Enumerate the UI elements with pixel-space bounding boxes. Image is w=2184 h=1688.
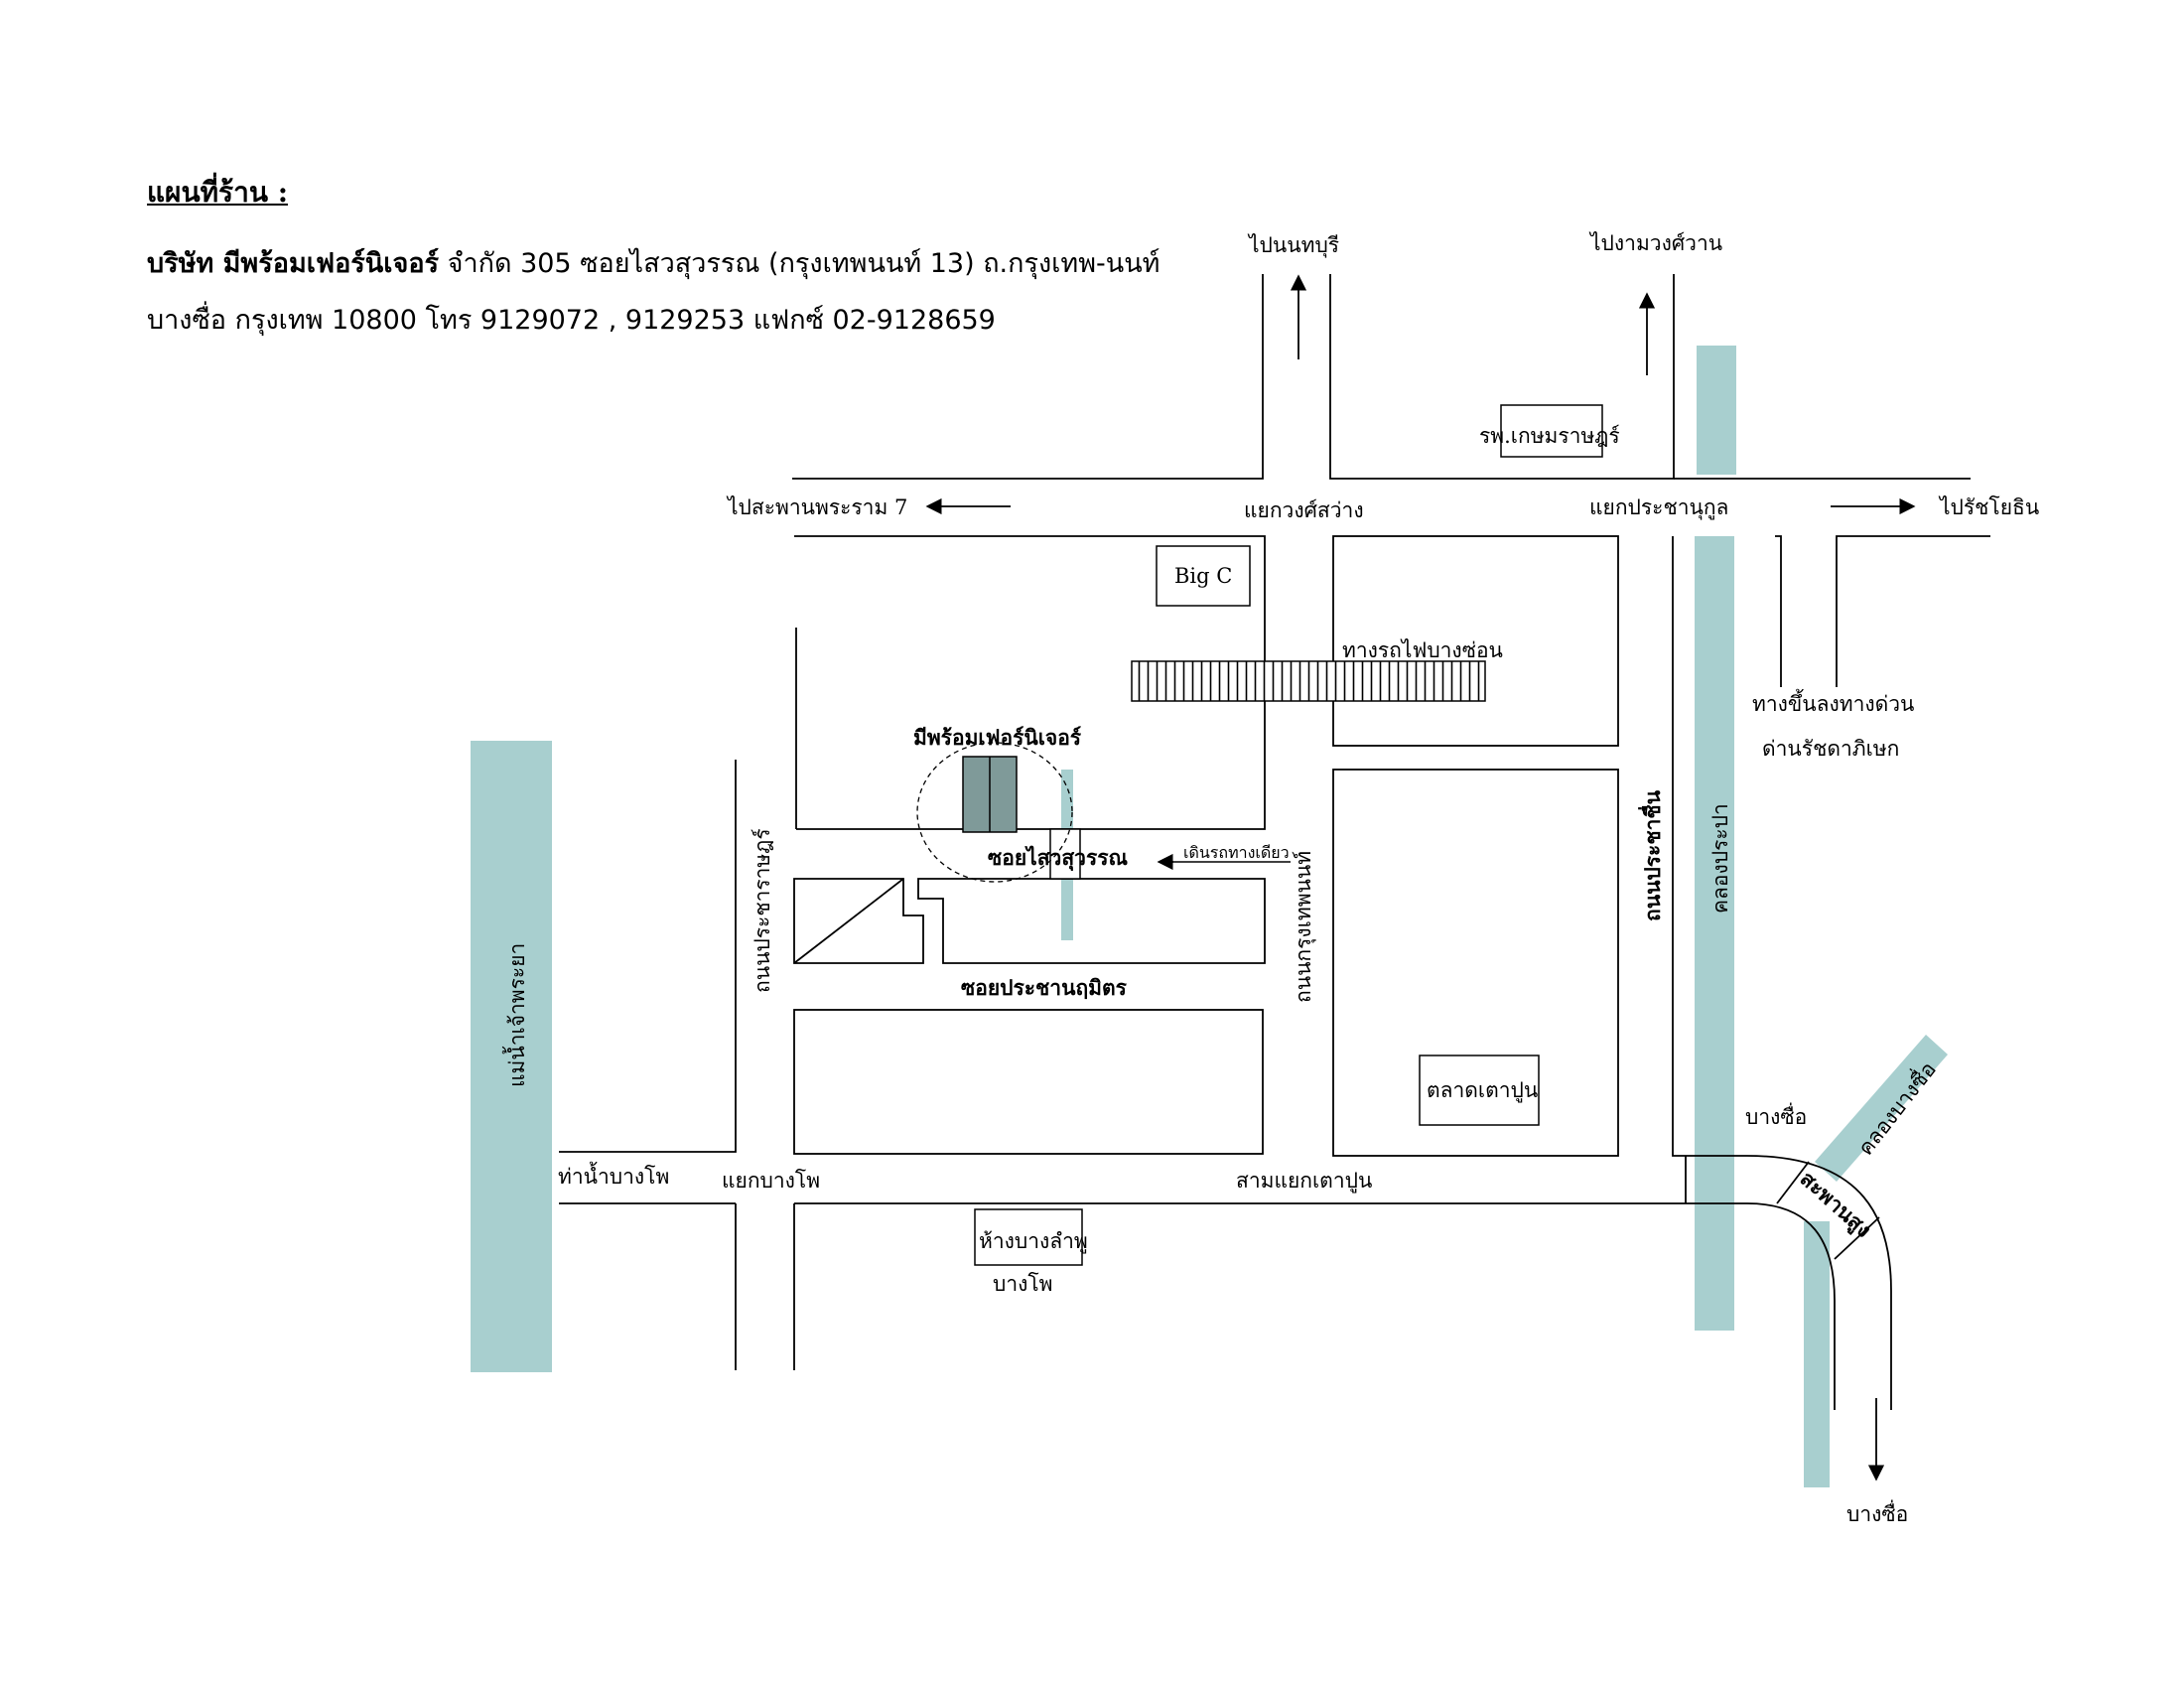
label-expressway: ทางขึ้นลงทางด่วน xyxy=(1752,689,1914,716)
label-bang-sue-bottom: บางซื่อ xyxy=(1846,1499,1908,1526)
label-kasemrad: รพ.เกษมราษฎร์ xyxy=(1479,424,1620,448)
address-text: จำกัด 305 ซอยไสวสุวรรณ (กรุงเทพนนท์ 13) … xyxy=(439,248,1160,279)
company-name: บริษัท มีพร้อมเฟอร์นิเจอร์ xyxy=(147,248,440,279)
label-to-ngamwongwan: ไปงามวงศ์วาน xyxy=(1588,231,1722,255)
label-bang-pho-junction: แยกบางโพ xyxy=(722,1169,820,1193)
bang-lamphu-box xyxy=(974,1208,1083,1266)
label-krungthep-road: ถนนกรุงเทพนนท์ xyxy=(1292,851,1316,1003)
prapa-canal-upper xyxy=(1697,346,1736,475)
company-address-line1: บริษัท มีพร้อมเฟอร์นิเจอร์ จำกัด 305 ซอย… xyxy=(147,241,1160,284)
tao-pun-market-box xyxy=(1419,1055,1540,1126)
label-to-rama7: ไปสะพานพระราม 7 xyxy=(726,495,907,519)
kasemrad-box xyxy=(1500,404,1603,458)
label-tao-pun-market: ตลาดเตาปูน xyxy=(1427,1078,1538,1103)
label-prachanukul: แยกประชานุกูล xyxy=(1589,495,1728,520)
prapa-canal xyxy=(1695,536,1734,1331)
label-wongsawang: แยกวงศ์สว่าง xyxy=(1244,498,1364,522)
label-to-ratchayothin: ไปรัชโยธิน xyxy=(1938,495,2039,519)
shop-highlight-circle xyxy=(916,742,1073,883)
map-title: แผนที่ร้าน : xyxy=(147,176,289,209)
prapa-canal-lower xyxy=(1804,1221,1830,1487)
label-bang-sue-left: บางซื่อ xyxy=(1745,1102,1807,1129)
label-shop-name: มีพร้อมเฟอร์นิเจอร์ xyxy=(913,725,1082,750)
water-features xyxy=(471,346,1948,1487)
label-ratchada-toll: ด่านรัชดาภิเษก xyxy=(1762,737,1899,761)
bang-son-railway-track xyxy=(1131,660,1486,702)
label-pracharat-road: ถนนประชาราษฎร์ xyxy=(751,828,774,993)
soi-sign-box xyxy=(1049,828,1081,880)
direction-arrows xyxy=(925,274,1916,1481)
label-bang-lamphu: ห้างบางลำพู xyxy=(979,1229,1088,1254)
big-c-box xyxy=(1156,545,1251,607)
label-prapa-canal: คลองประปา xyxy=(1708,803,1732,914)
chao-phraya-river xyxy=(471,741,552,1372)
label-soi-sawai-suwan: ซอยไสวสุวรรณ xyxy=(988,845,1129,872)
bang-sue-canal xyxy=(1815,1035,1948,1182)
label-sam-yaek-tao-pun: สามแยกเตาปูน xyxy=(1236,1169,1372,1194)
company-contact-line2: บางซื่อ กรุงเทพ 10800 โทร 9129072 , 9129… xyxy=(147,305,996,336)
label-bang-pho-pier: ท่าน้ำบางโพ xyxy=(558,1162,669,1189)
label-big-c: Big C xyxy=(1174,564,1232,588)
landmark-boxes xyxy=(974,404,1603,1266)
label-railway: ทางรถไฟบางซ่อน xyxy=(1342,638,1503,662)
label-prachachuen-road: ถนนประชาชื่น xyxy=(1637,789,1665,921)
label-soi-pracha-niramit: ซอยประชานฤมิตร xyxy=(961,975,1128,1000)
label-chao-phraya: แม่น้ำเจ้าพระยา xyxy=(502,943,529,1087)
label-bang-pho: บางโพ xyxy=(993,1272,1053,1296)
label-to-nonthaburi: ไปนนทบุรี xyxy=(1247,233,1339,258)
label-one-way: เดินรถทางเดียว xyxy=(1183,843,1290,862)
